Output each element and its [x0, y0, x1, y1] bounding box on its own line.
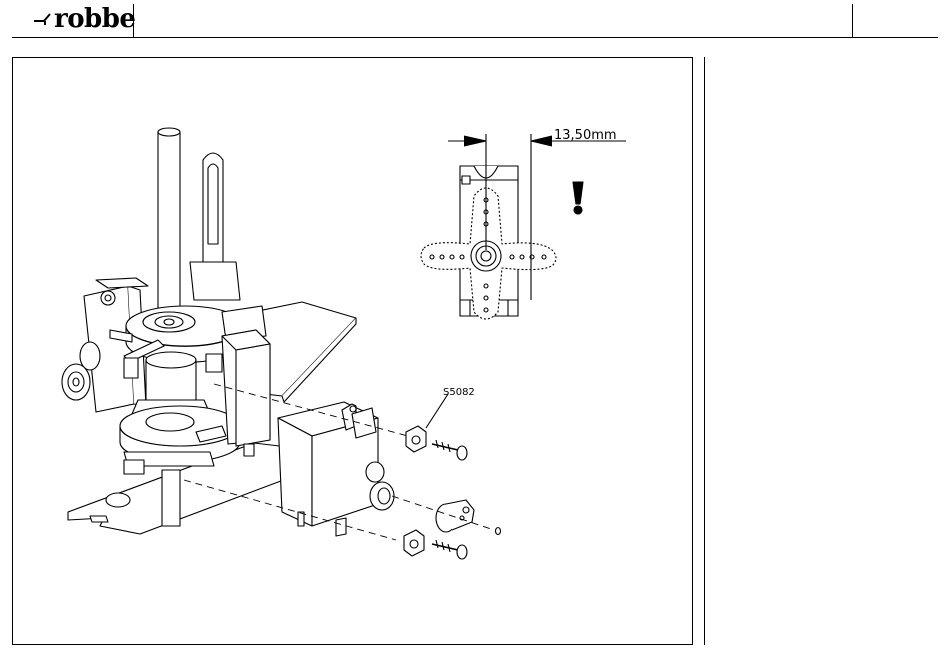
warning-exclamation-icon: [573, 182, 583, 214]
dimension-label: 13,50mm: [554, 128, 617, 143]
servo-horn-detail: [421, 166, 556, 319]
part-number-label: S5082: [443, 387, 475, 398]
guide-rail: [190, 153, 240, 300]
hardware-parts: [404, 394, 501, 559]
servo-to-mount: [278, 402, 394, 536]
